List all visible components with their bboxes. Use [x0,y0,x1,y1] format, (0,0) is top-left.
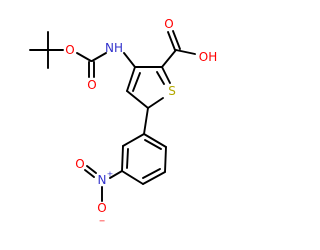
bond-acid-c-to-o-a [167,31,176,51]
bond-acid-c-to-o-b [172,30,181,50]
bond-c5-to-phenyl [143,107,149,135]
tert-butyl-group [29,31,64,69]
structure-diagram: O O NH OH O S N + O O − [29,17,217,226]
bond-nitro-n-to-o-b [86,165,97,174]
nitro-oxygen-bottom-charge: − [99,217,106,226]
nitro-oxygen-bottom-label: O [97,201,106,215]
nitro-nitrogen-charge: + [107,170,114,179]
boc-carbonyl-oxygen-label: O [87,78,96,92]
bond-ph-c1-c2 [122,133,145,147]
bond-ph-c4-c5 [142,171,166,185]
bond-ph-c5-c6 [164,146,167,173]
bond-nitro-n-to-o-a [84,169,95,178]
bond-ph-c2-c3-inner [126,148,129,169]
bond-ph-c6-c1 [143,133,167,148]
bond-acid-c-to-oh [175,49,196,55]
nitro-nitrogen-label: N [98,173,107,187]
nitro-oxygen-top-label: O [75,157,84,171]
bond-c3-c4-inner [132,72,141,92]
carboxylic-acid [161,30,196,68]
acid-carbonyl-oxygen-label: O [164,17,173,31]
acid-oh-label: OH [199,50,217,64]
bond-c5-s [147,97,164,109]
nitrophenyl-ring [121,107,167,185]
thiophene-ring [126,66,171,109]
amide-nh-label: NH [105,41,123,55]
ring-sulfur-label: S [168,84,176,98]
bond-ph-c6-c1-inner [144,139,162,150]
bond-c2-to-acid-c [161,49,177,68]
bond-ph-to-nitro-n [109,170,123,179]
bond-ph-c4-c5-inner [142,168,161,179]
bond-c4-c5 [126,90,149,109]
bond-ph-c3-c4 [121,170,144,185]
bond-nh-to-ring-c3 [123,52,136,68]
bond-ester-o-to-carbonyl-c [76,52,92,62]
bond-s-c2 [161,66,171,84]
bond-c3-c4 [126,66,136,92]
nitro-group [84,165,123,202]
bond-c2-s-inner [156,71,165,85]
bond-carbonyl-c-to-nh [91,52,107,62]
boc-carbamate [76,52,136,78]
bond-ph-c2-c3 [121,145,124,172]
boc-ester-oxygen-label: O [65,43,74,57]
